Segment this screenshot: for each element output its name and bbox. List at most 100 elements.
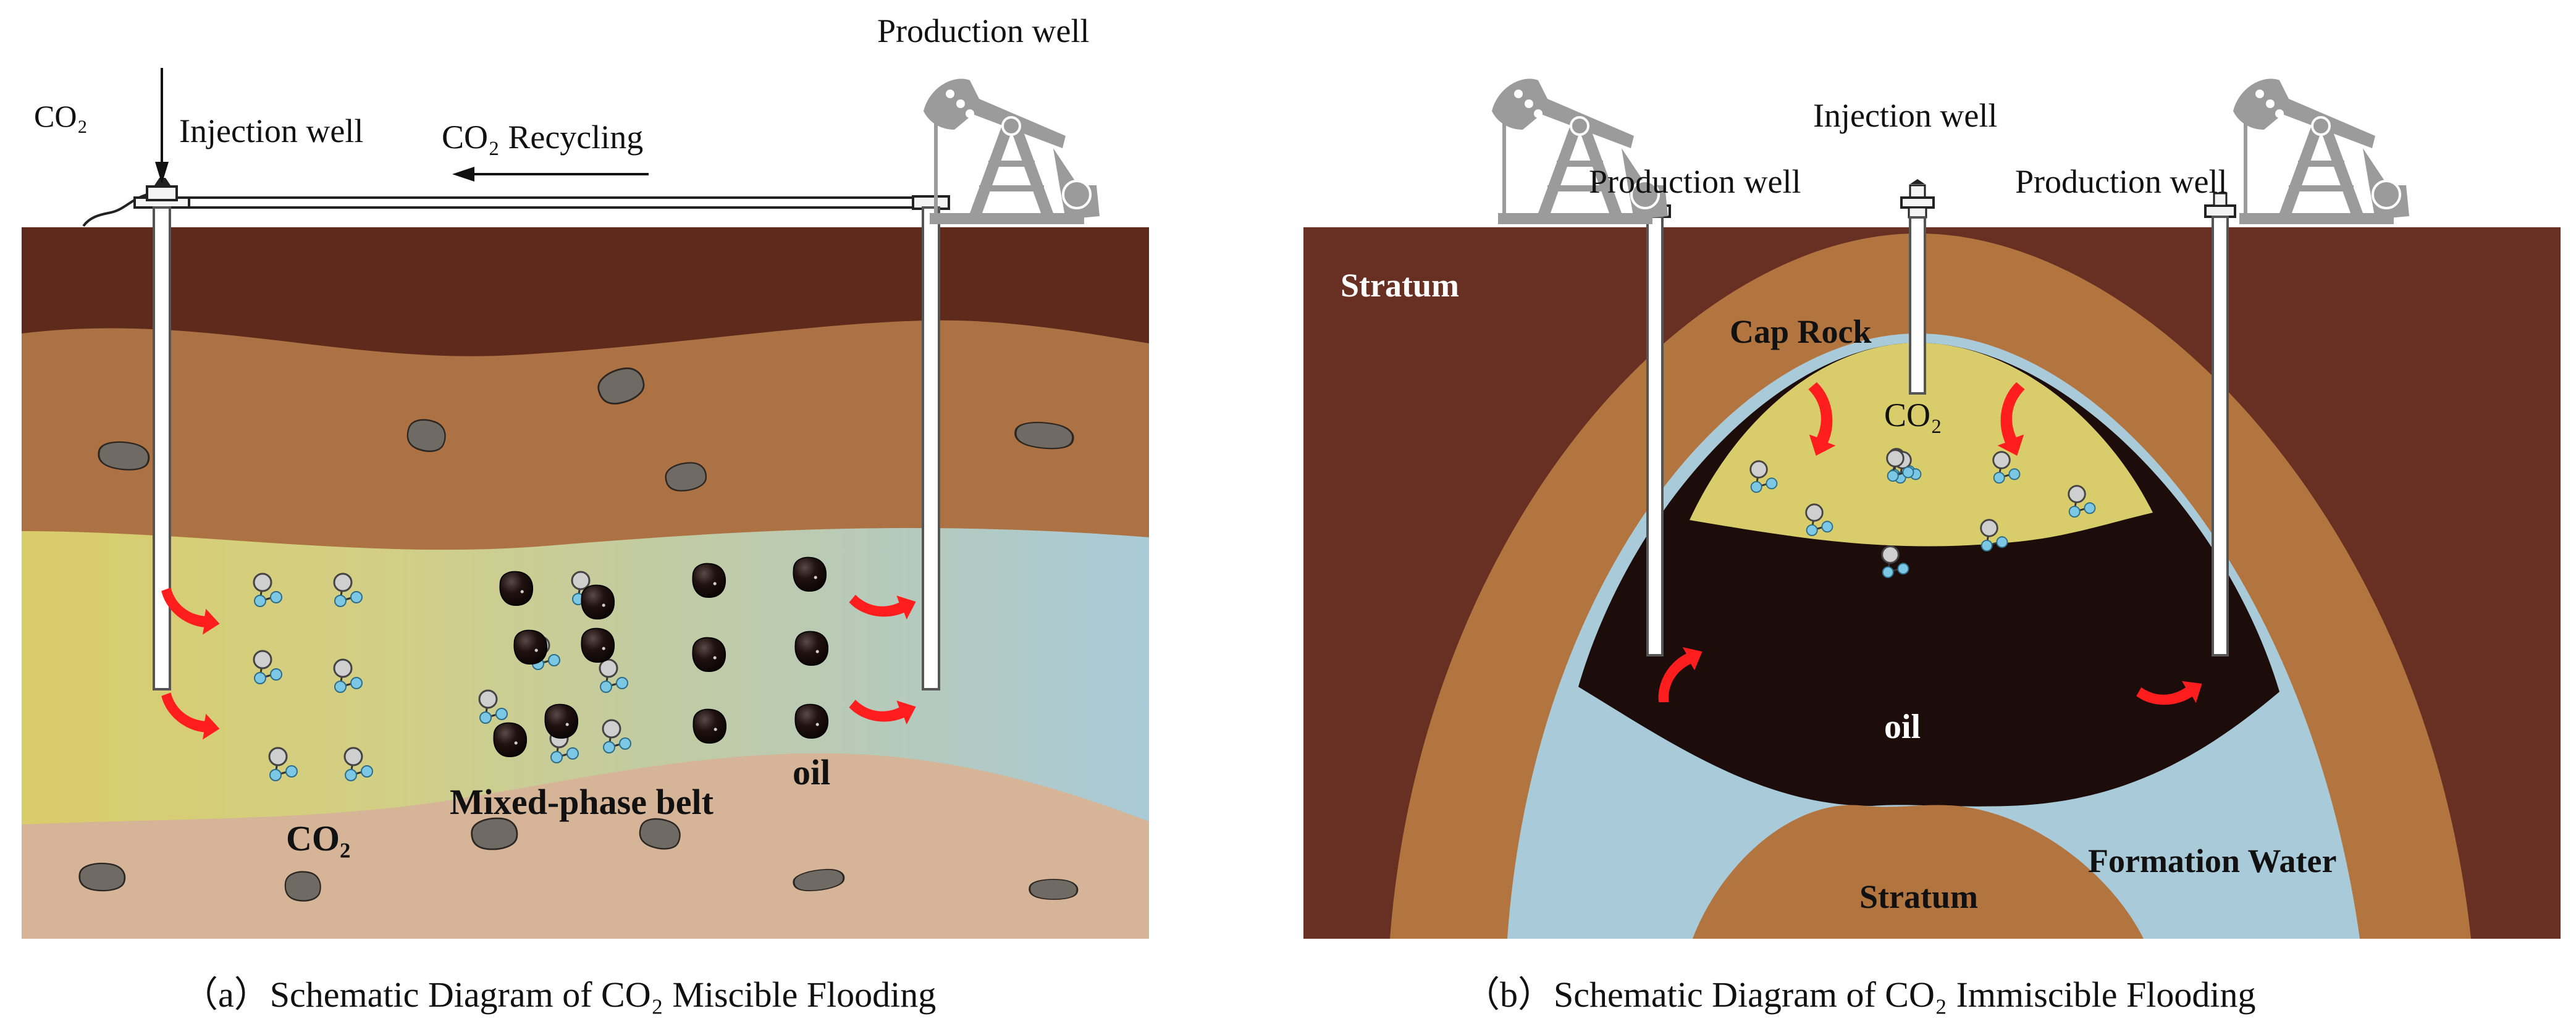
rock-icon [639, 818, 681, 850]
injection-well-pipe-b [1909, 216, 1926, 395]
oil-droplet-icon [692, 563, 726, 598]
production-well-pipe-left [1646, 216, 1664, 657]
co2-molecule-icon [268, 747, 298, 781]
panel-b-strata [1303, 227, 2561, 939]
oil-droplet-icon [794, 631, 829, 666]
oil-droplet-icon [692, 637, 726, 673]
valve-icon [1910, 179, 1925, 184]
co2-molecule-icon [478, 689, 508, 724]
injection-well [82, 68, 190, 690]
co2-molecule-icon [1980, 519, 2008, 552]
oil-droplet-icon [692, 708, 727, 744]
wellhead-icon [2204, 204, 2236, 218]
flow-arrow-icon [161, 587, 220, 635]
rock-icon [284, 871, 321, 902]
rock-icon [1014, 422, 1074, 450]
co2-molecule-icon [343, 747, 373, 781]
rock-icon [597, 367, 645, 405]
oil-droplet-icon [544, 703, 579, 739]
flow-arrow-icon [849, 595, 916, 620]
panel-a-miscible: CO₂ Injection well CO₂ Recycling Product… [22, 12, 1149, 1015]
panel-a-strata [22, 227, 1149, 939]
oil-droplet-icon [793, 556, 827, 592]
co2-molecule-icon [333, 573, 363, 607]
co2-cap-zone [1690, 343, 2153, 547]
co2-molecules [1749, 448, 2096, 579]
co2-molecule-icon [1881, 545, 1909, 579]
rock-icon [471, 817, 518, 850]
flow-arrows [161, 587, 916, 740]
production-well-pipe [922, 206, 940, 690]
flow-arrow-icon [849, 700, 916, 725]
mixed-phase-belt-label: Mixed-phase belt [450, 782, 714, 822]
co2-molecule-icon [1992, 451, 2021, 484]
co2-label: CO₂ [1884, 396, 1942, 434]
co2-zone-label: CO₂ [286, 818, 350, 858]
co2-molecule-icon [1749, 460, 1778, 493]
flow-arrows [1658, 382, 2202, 705]
co2-molecule-icon [253, 650, 282, 684]
production-well-right-label: Production well [2015, 163, 2227, 200]
injection-well-label: Injection well [1813, 97, 1997, 134]
stratum-bottom-label: Stratum [1859, 878, 1978, 915]
pump-jack-icon [1492, 78, 1668, 224]
rock-icon [78, 863, 126, 892]
oil-droplet-icon [581, 584, 615, 620]
oil-droplet-icon [513, 629, 548, 665]
flow-arrow-icon [1658, 647, 1703, 703]
production-well-label: Production well [877, 12, 1089, 49]
oil-droplets [493, 556, 829, 758]
co2-molecule-icon [602, 719, 631, 753]
rocks [78, 367, 1079, 902]
production-well-a [912, 195, 950, 690]
co2-source-label: CO₂ [34, 99, 88, 133]
rock-icon [406, 419, 446, 452]
wellhead-top-icon [2213, 192, 2228, 207]
co2-molecule-icon [253, 573, 282, 607]
formation-water-label: Formation Water [2088, 842, 2336, 879]
stratum-top-label: Stratum [1341, 267, 1459, 304]
co2-molecule-icon [599, 658, 628, 693]
rock-icon [793, 868, 845, 892]
co2-molecule-icon [1805, 503, 1833, 537]
oil-droplet-icon [493, 722, 528, 758]
flow-arrow-icon [2136, 681, 2202, 705]
injection-well-b [1900, 179, 1935, 395]
caption-b: （b）Schematic Diagram of CO₂ Immiscible F… [1464, 975, 2256, 1015]
pump-jack-icon [924, 78, 1100, 224]
pump-jack-icon [2233, 78, 2409, 224]
injection-arrow-head [155, 162, 169, 184]
oil-label: oil [1884, 708, 1921, 746]
co2-molecule-icon [1886, 449, 1914, 482]
injection-well-label: Injection well [179, 112, 363, 149]
production-well-right [2204, 192, 2236, 657]
oil-droplet-icon [499, 571, 534, 606]
flow-arrow-icon [1997, 382, 2025, 456]
production-well-pipe-right [2212, 216, 2229, 657]
wellhead-icon [1900, 196, 1935, 209]
co2-molecule-icon [2068, 485, 2096, 518]
production-well-left-label: Production well [1589, 163, 1801, 200]
lower-stratum-dome [1693, 805, 2144, 939]
rock-icon [665, 462, 707, 492]
wellhead-top-icon [1909, 184, 1926, 199]
rock-icon [1029, 879, 1079, 900]
cap-rock-label: Cap Rock [1730, 313, 1872, 350]
recycling-line [189, 167, 914, 209]
injection-well-pipe [153, 206, 171, 690]
flow-arrow-icon [1808, 382, 1836, 456]
panel-b-immiscible: Injection well Production well Productio… [1303, 78, 2561, 1015]
oil-droplet-icon [581, 627, 615, 663]
rock-icon [98, 441, 150, 471]
caption-a: （a）Schematic Diagram of CO₂ Miscible Flo… [182, 975, 936, 1015]
co2-molecule-icon [333, 658, 363, 693]
wellhead-flange-icon [1908, 206, 1927, 219]
oil-label: oil [793, 752, 830, 792]
flow-arrow-icon [161, 692, 220, 740]
oil-droplet-icon [794, 703, 829, 739]
recycling-arrow-head [452, 167, 474, 182]
recycling-label: CO₂ Recycling [442, 119, 643, 156]
wellhead-flange-icon [146, 185, 178, 201]
